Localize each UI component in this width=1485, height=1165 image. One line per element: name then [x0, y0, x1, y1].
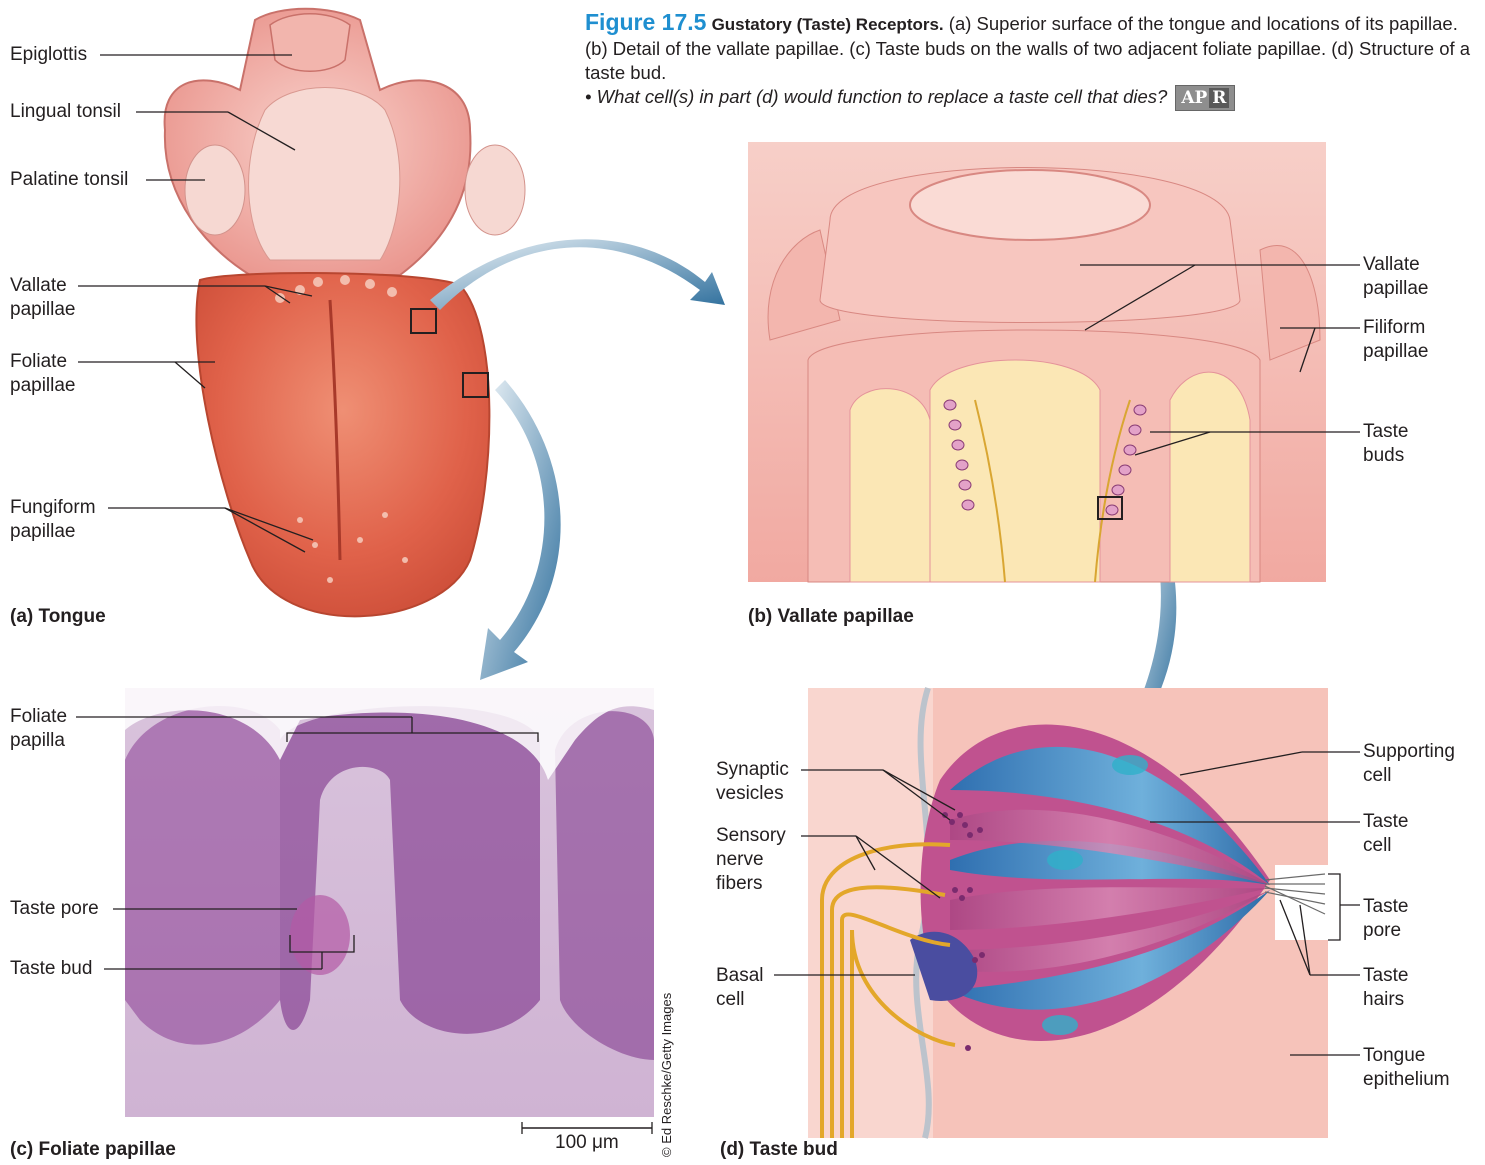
label-foliate-papilla: Foliate papilla: [10, 705, 67, 753]
label-basal-cell: Basal cell: [716, 964, 764, 1012]
figure-number: Figure 17.5: [585, 9, 706, 35]
tongue-illustration: [165, 9, 525, 617]
label-taste-buds: Taste buds: [1363, 420, 1408, 468]
label-synaptic-vesicles: Synaptic vesicles: [716, 758, 789, 806]
taste-bud-illustration: [808, 688, 1328, 1138]
photo-credit: © Ed Reschke/Getty Images: [656, 985, 680, 1165]
label-sensory-nerve-fibers: Sensory nerve fibers: [716, 824, 786, 896]
figure-caption: Figure 17.5 Gustatory (Taste) Receptors.…: [585, 10, 1480, 111]
figure-title: Gustatory (Taste) Receptors.: [712, 15, 944, 34]
caption-d: (d) Taste bud: [720, 1139, 838, 1161]
arrow-to-c: [480, 380, 561, 680]
caption-c: (c) Foliate papillae: [10, 1139, 176, 1161]
label-taste-cell: Taste cell: [1363, 810, 1408, 858]
label-epiglottis: Epiglottis: [10, 43, 87, 67]
label-palatine-tonsil: Palatine tonsil: [10, 168, 128, 192]
caption-a: (a) Tongue: [10, 606, 106, 628]
apr-badge-right: R: [1209, 88, 1229, 108]
label-foliate-papillae-a: Foliate papillae: [10, 350, 76, 398]
label-taste-hairs: Taste hairs: [1363, 964, 1408, 1012]
label-taste-pore-c: Taste pore: [10, 897, 99, 921]
label-vallate-papillae-b: Vallate papillae: [1363, 253, 1429, 301]
label-filiform-papillae: Filiform papillae: [1363, 316, 1429, 364]
label-lingual-tonsil: Lingual tonsil: [10, 100, 121, 124]
arrow-to-b: [430, 239, 725, 310]
vallate-illustration: [748, 142, 1326, 582]
figure-question: • What cell(s) in part (d) would functio…: [585, 86, 1167, 107]
label-vallate-papillae-a: Vallate papillae: [10, 274, 76, 322]
foliate-micrograph: [125, 688, 654, 1117]
photo-credit-text: © Ed Reschke/Getty Images: [659, 993, 674, 1157]
label-tongue-epithelium: Tongue epithelium: [1363, 1044, 1450, 1092]
scale-bar-label: 100 μm: [555, 1132, 619, 1154]
label-supporting-cell: Supporting cell: [1363, 740, 1455, 788]
label-taste-bud-c: Taste bud: [10, 957, 92, 981]
label-fungiform-papillae: Fungiform papillae: [10, 496, 96, 544]
label-taste-pore-d: Taste pore: [1363, 895, 1408, 943]
caption-b: (b) Vallate papillae: [748, 606, 914, 628]
apr-badge-left: AP: [1181, 88, 1207, 108]
